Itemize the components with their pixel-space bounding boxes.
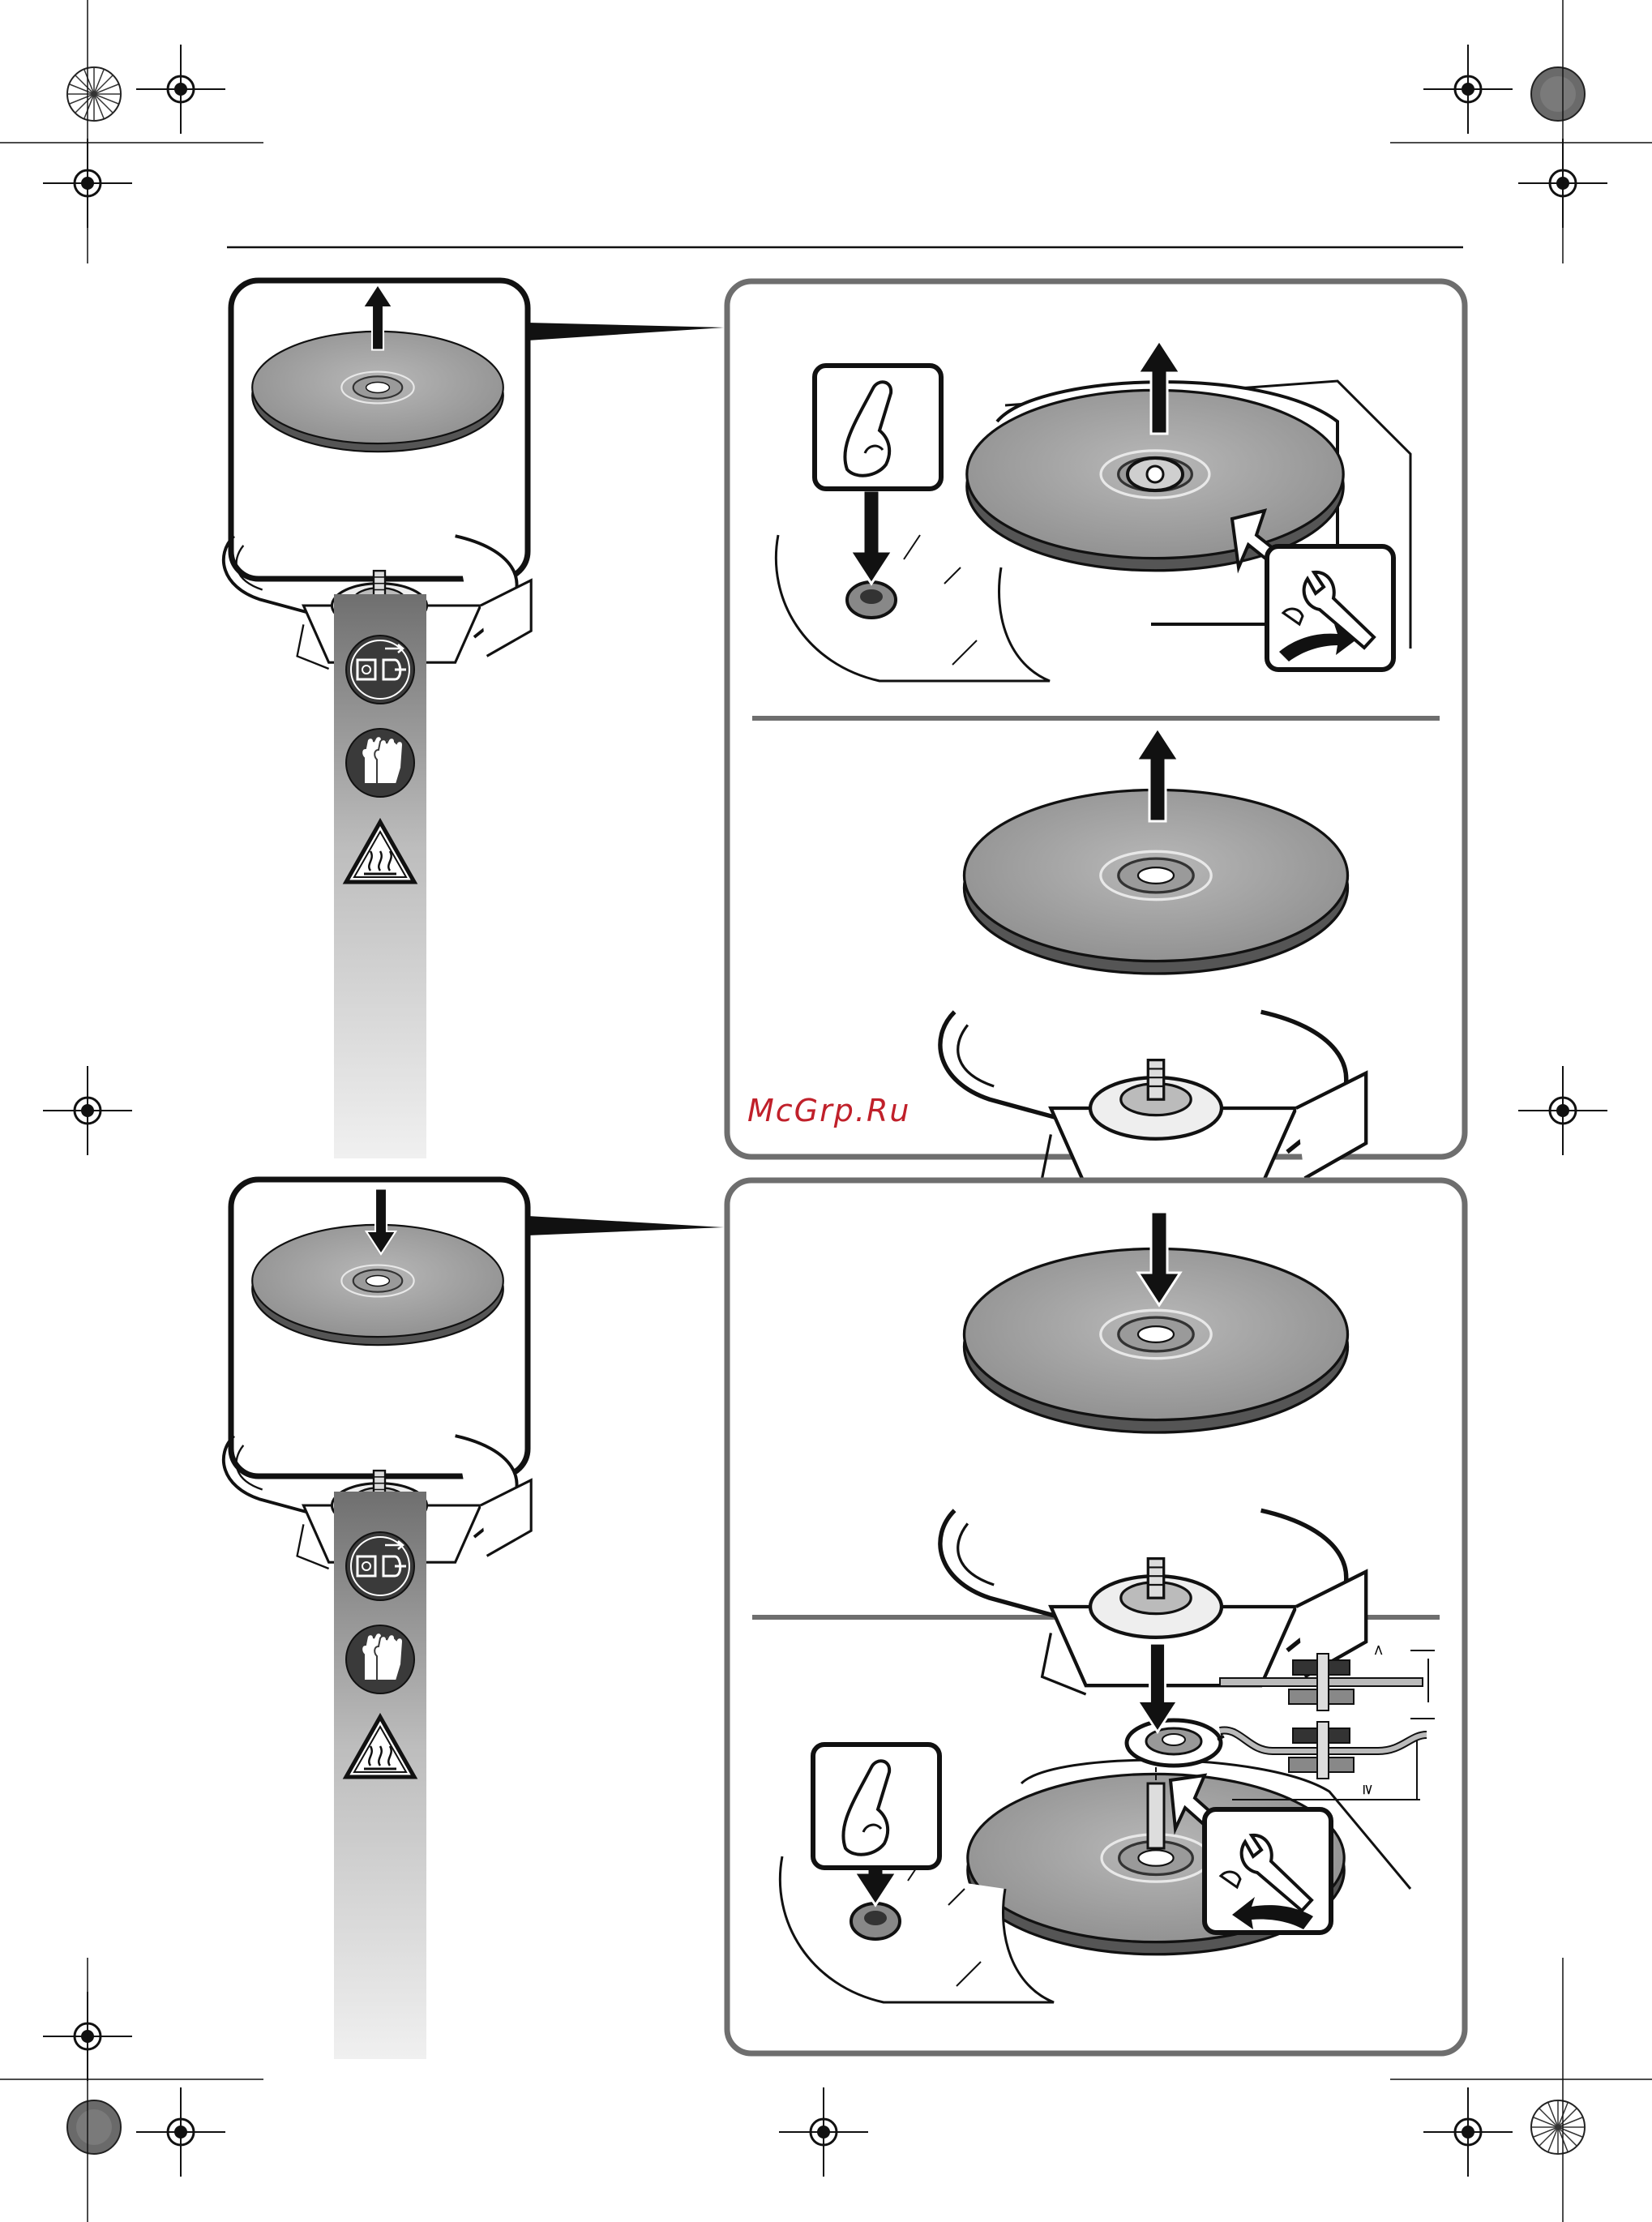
min-thickness-symbol: <: [1370, 1644, 1387, 1656]
installation-overview-thumbnail: [224, 1180, 724, 1569]
unplug-icon: [346, 1532, 414, 1600]
max-thickness-symbol: ≥: [1359, 1783, 1376, 1796]
watermark-text: McGrp.Ru: [747, 1093, 910, 1128]
removal-overview-thumbnail: [224, 280, 724, 669]
finger-press-icon: [815, 366, 941, 489]
finger-press-icon: [813, 1745, 939, 1868]
gloves-icon: [346, 1625, 414, 1693]
gloves-icon: [346, 729, 414, 797]
removal-section: McGrp.Ru: [224, 280, 1465, 1196]
installation-section: < ≥: [224, 1180, 1465, 2059]
unplug-icon: [346, 636, 414, 704]
